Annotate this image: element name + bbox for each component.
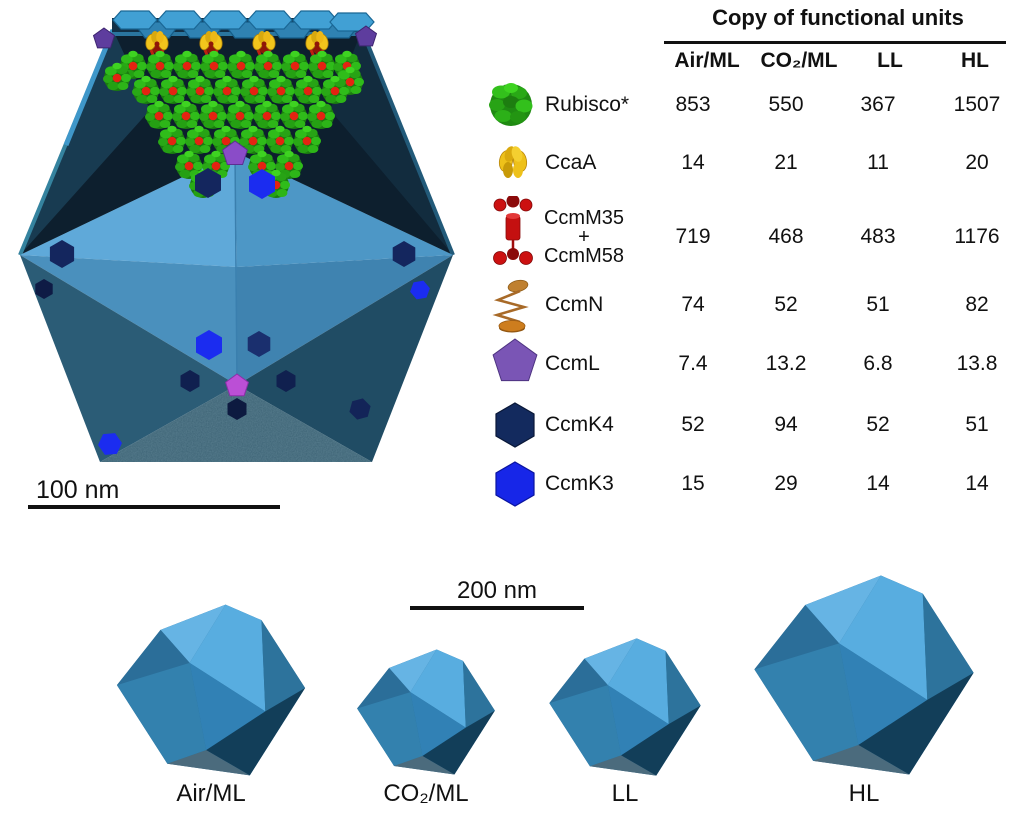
cell-ccmn-co2ml: 52	[774, 293, 798, 316]
ccmn-icon	[492, 279, 529, 333]
row-label-ccmk4: CcmK4	[545, 413, 614, 436]
column-header-hl: HL	[961, 49, 989, 72]
cell-ccaa-hl: 20	[965, 151, 989, 174]
carboxysome-air-ml	[116, 604, 306, 776]
table-title-rule	[664, 41, 1006, 44]
ccmk-hexagons	[35, 168, 430, 455]
ccml-icon	[492, 338, 538, 382]
cell-ccml-airml: 7.4	[678, 352, 708, 375]
cell-rubisco-ll: 367	[860, 93, 896, 116]
cell-ccmn-hl: 82	[965, 293, 989, 316]
column-header-air-ml: Air/ML	[674, 49, 740, 72]
ccml-vertex-left	[92, 27, 116, 49]
column-header-ll: LL	[877, 49, 903, 72]
ccaa-icon	[498, 146, 528, 178]
cell-ccmk4-ll: 52	[866, 413, 890, 436]
label-ll: LL	[612, 780, 639, 807]
size-comparison-panel: 200 nm Air/ML CO₂/ML LL HL	[116, 575, 974, 807]
row-label-ccmk3: CcmK3	[545, 472, 614, 495]
cell-ccaa-co2ml: 21	[774, 151, 798, 174]
shell-top-tiles	[112, 10, 375, 39]
cell-ccmn-airml: 74	[681, 293, 705, 316]
cell-ccmm-hl: 1176	[954, 225, 1000, 248]
ccmk3-icon	[495, 461, 535, 507]
label-hl: HL	[849, 780, 880, 807]
cell-ccmk4-hl: 51	[965, 413, 989, 436]
cell-ccmk3-airml: 15	[681, 472, 705, 495]
column-header-co2-ml: CO₂/ML	[760, 49, 838, 72]
cell-ccmk3-ll: 14	[866, 472, 890, 495]
scale-bar-200nm: 200 nm	[410, 577, 584, 610]
carboxysome-model: 100 nm	[18, 10, 455, 509]
row-label-rubisco: Rubisco*	[545, 93, 630, 116]
cell-ccaa-ll: 11	[867, 151, 889, 174]
carboxysome-ll	[549, 638, 701, 776]
cell-ccmm-airml: 719	[675, 225, 711, 248]
carboxysome-hl	[754, 575, 974, 775]
ccml-pentagons	[92, 25, 378, 397]
row-label-ccml: CcmL	[545, 352, 600, 375]
row-label-ccmm-line1: CcmM35	[543, 207, 624, 229]
shell-lower-faces	[20, 255, 453, 462]
cell-ccmm-ll: 483	[860, 225, 896, 248]
carboxysome-co2-ml	[357, 649, 495, 775]
cell-ccmn-ll: 51	[866, 293, 890, 316]
cell-ccmk3-hl: 14	[965, 472, 989, 495]
row-label-ccmm-line3: CcmM58	[543, 245, 624, 267]
scale-bar-100nm: 100 nm	[28, 476, 280, 509]
cell-rubisco-airml: 853	[675, 93, 711, 116]
row-label-ccmm-line2: +	[578, 226, 590, 248]
cell-ccmk4-airml: 52	[681, 413, 705, 436]
ccmm35-ccmm58-icon	[493, 196, 533, 265]
cell-ccml-hl: 13.8	[956, 352, 998, 375]
cell-ccmm-co2ml: 468	[768, 225, 804, 248]
cell-ccml-co2ml: 13.2	[765, 352, 807, 375]
cell-ccmk3-co2ml: 29	[774, 472, 798, 495]
rubisco-icon	[489, 83, 533, 126]
table-title: Copy of functional units	[712, 5, 964, 30]
cell-ccmk4-co2ml: 94	[774, 413, 798, 436]
row-label-ccmm: CcmM35 + CcmM58	[539, 207, 629, 267]
row-label-ccmn: CcmN	[545, 293, 604, 316]
cell-rubisco-co2ml: 550	[768, 93, 804, 116]
ccml-vertex-right	[354, 25, 378, 47]
ccml-apex	[222, 140, 248, 165]
cell-ccaa-airml: 14	[681, 151, 705, 174]
ccml-bottom	[225, 373, 249, 397]
ccmk4-icon	[495, 402, 535, 448]
label-co2-ml: CO₂/ML	[383, 780, 468, 807]
label-air-ml: Air/ML	[176, 780, 245, 807]
cell-ccml-ll: 6.8	[863, 352, 893, 375]
scale-bar-200nm-label: 200 nm	[457, 577, 537, 604]
scale-bar-100nm-label: 100 nm	[36, 476, 119, 504]
row-label-ccaa: CcaA	[545, 151, 597, 174]
cell-rubisco-hl: 1507	[953, 93, 1001, 116]
